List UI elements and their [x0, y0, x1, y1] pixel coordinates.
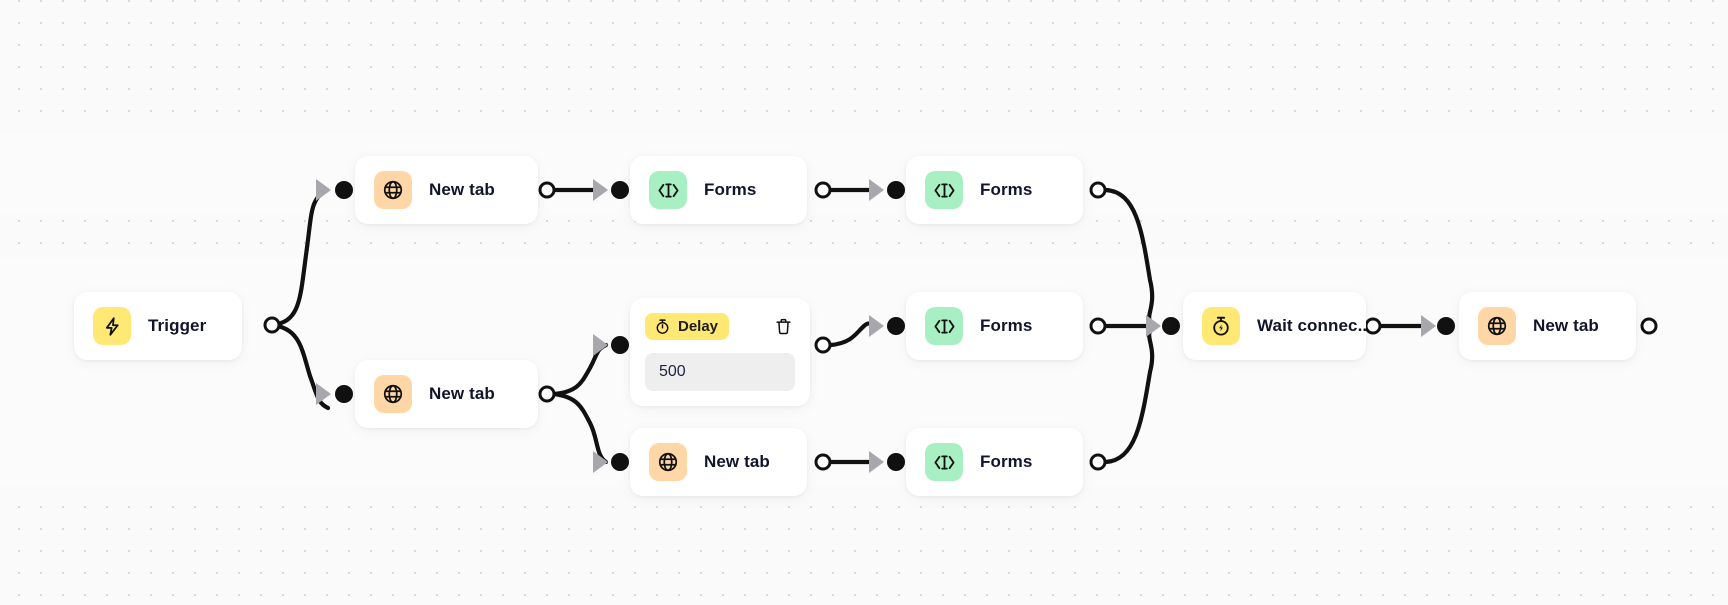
output-port-newtab1[interactable]	[538, 181, 556, 199]
input-port-forms1[interactable]	[611, 181, 629, 199]
node-label: Forms	[980, 180, 1033, 199]
stopwatch-icon	[654, 318, 671, 335]
globe-icon	[374, 171, 412, 209]
arrow-head-delay	[593, 334, 608, 356]
node-label: New tab	[429, 180, 495, 199]
input-port-forms2[interactable]	[887, 181, 905, 199]
delay-label: Delay	[678, 317, 719, 335]
forms-code-icon	[925, 171, 963, 209]
forms-code-icon	[925, 307, 963, 345]
node-newtab-2[interactable]: New tab	[355, 360, 538, 428]
output-port-delay[interactable]	[814, 336, 832, 354]
forms-code-icon	[649, 171, 687, 209]
node-label: New tab	[429, 384, 495, 403]
output-port-trigger[interactable]	[263, 316, 281, 334]
forms-code-icon	[925, 443, 963, 481]
output-port-forms4[interactable]	[1089, 453, 1107, 471]
delete-delay-button[interactable]	[772, 315, 795, 338]
input-port-delay[interactable]	[611, 336, 629, 354]
input-port-wait-connection[interactable]	[1162, 317, 1180, 335]
arrow-head-forms1	[593, 179, 608, 201]
lightning-bolt-icon	[93, 307, 131, 345]
node-forms-1[interactable]: Forms	[630, 156, 807, 224]
node-wait-connection[interactable]: Wait connec...	[1183, 292, 1366, 360]
output-port-forms1[interactable]	[814, 181, 832, 199]
node-delay-1[interactable]: Delay	[630, 298, 810, 406]
node-forms-3[interactable]: Forms	[906, 292, 1083, 360]
edge-forms2-wait	[1103, 187, 1159, 328]
arrow-head-newtab4	[1421, 315, 1436, 337]
trash-icon	[774, 317, 793, 336]
node-label: Wait connec...	[1257, 316, 1366, 335]
input-port-newtab2[interactable]	[335, 385, 353, 403]
arrow-head-newtab3	[593, 451, 608, 473]
output-port-newtab2[interactable]	[538, 385, 556, 403]
node-forms-4[interactable]: Forms	[906, 428, 1083, 496]
arrow-head-newtab1	[316, 179, 331, 201]
output-port-forms2[interactable]	[1089, 181, 1107, 199]
node-label: Forms	[980, 316, 1033, 335]
stopwatch-bolt-icon	[1202, 307, 1240, 345]
node-label: New tab	[1533, 316, 1599, 335]
input-port-newtab3[interactable]	[611, 453, 629, 471]
node-newtab-1[interactable]: New tab	[355, 156, 538, 224]
arrow-head-forms4	[869, 451, 884, 473]
input-port-forms3[interactable]	[887, 317, 905, 335]
node-newtab-4[interactable]: New tab	[1459, 292, 1636, 360]
edge-forms4-wait	[1103, 324, 1159, 465]
node-label: Forms	[704, 180, 757, 199]
node-label: Forms	[980, 452, 1033, 471]
node-forms-2[interactable]: Forms	[906, 156, 1083, 224]
delay-badge: Delay	[645, 312, 730, 340]
edge-trigger-newtab1	[269, 187, 329, 328]
input-port-forms4[interactable]	[887, 453, 905, 471]
delay-duration-input[interactable]	[645, 353, 795, 391]
node-newtab-3[interactable]: New tab	[630, 428, 807, 496]
arrow-head-forms3	[869, 315, 884, 337]
arrow-head-wait	[1146, 315, 1161, 337]
globe-icon	[374, 375, 412, 413]
output-port-forms3[interactable]	[1089, 317, 1107, 335]
output-port-newtab4[interactable]	[1640, 317, 1658, 335]
node-trigger[interactable]: Trigger	[74, 292, 242, 360]
globe-icon	[649, 443, 687, 481]
globe-icon	[1478, 307, 1516, 345]
output-port-newtab3[interactable]	[814, 453, 832, 471]
node-label: New tab	[704, 452, 770, 471]
input-port-newtab4[interactable]	[1437, 317, 1455, 335]
arrow-head-newtab2	[316, 383, 331, 405]
arrow-head-forms2	[869, 179, 884, 201]
delay-header: Delay	[645, 311, 795, 341]
node-label: Trigger	[148, 316, 207, 335]
input-port-newtab1[interactable]	[335, 181, 353, 199]
output-port-wait-connection[interactable]	[1364, 317, 1382, 335]
